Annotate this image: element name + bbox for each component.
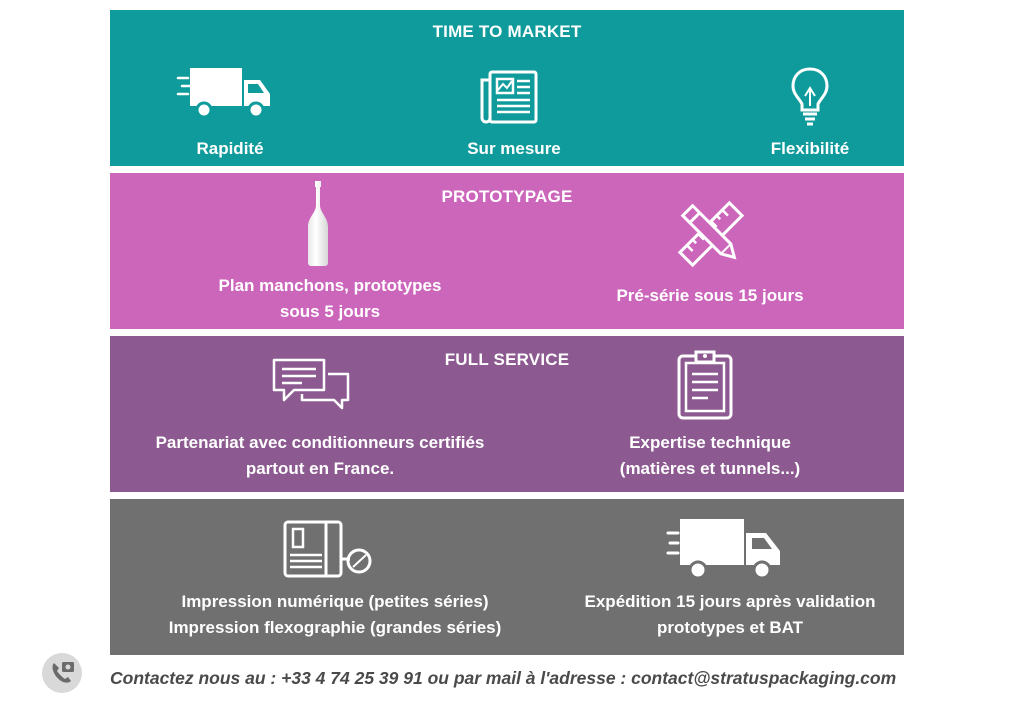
section-title: PROTOTYPAGE [441, 187, 573, 206]
section-title: FULL SERVICE [444, 350, 570, 369]
bottle-icon [306, 181, 330, 267]
newspaper-icon [478, 68, 540, 126]
truck-icon [176, 64, 276, 120]
printing-section: Impression numérique (petites séries) Im… [110, 499, 904, 655]
prototypage-section: PROTOTYPAGE Plan manchons, prototypes so… [110, 173, 904, 329]
label-line: (matières et tunnels...) [619, 459, 801, 478]
pencil-ruler-icon [674, 197, 748, 271]
label-line: partout en France. [245, 459, 395, 478]
feature-label: Flexibilité [770, 139, 850, 158]
feature-label: Partenariat avec conditionneurs certifié… [110, 430, 530, 482]
label-line: Expertise technique [629, 433, 791, 452]
feature-label: Expédition 15 jours après validation pro… [560, 589, 900, 641]
feature-label: Sur mesure [467, 139, 561, 158]
label-line: Impression flexographie (grandes séries) [168, 618, 502, 637]
feature-label: Impression numérique (petites séries) Im… [130, 589, 540, 641]
feature-label: Expertise technique (matières et tunnels… [570, 430, 850, 482]
feature-label: Plan manchons, prototypes sous 5 jours [190, 273, 470, 325]
printer-icon [282, 519, 374, 579]
time-to-market-section: TIME TO MARKET Rapidité [110, 10, 904, 166]
lightbulb-icon [790, 66, 830, 126]
label-line: Partenariat avec conditionneurs certifié… [155, 433, 485, 452]
full-service-section: FULL SERVICE Partenariat avec conditionn… [110, 336, 904, 492]
phone-icon [42, 653, 82, 693]
clipboard-icon [676, 348, 734, 420]
label-line: Plan manchons, prototypes [218, 276, 442, 295]
label-line: sous 5 jours [279, 302, 381, 321]
feature-label: Pré-série sous 15 jours [616, 286, 804, 305]
section-title: TIME TO MARKET [432, 22, 582, 41]
label-line: Expédition 15 jours après validation [584, 592, 876, 611]
chat-bubbles-icon [272, 358, 352, 412]
delivery-truck-icon [666, 515, 784, 581]
feature-label: Rapidité [196, 139, 264, 158]
contact-text: Contactez nous au : +33 4 74 25 39 91 ou… [110, 668, 897, 688]
label-line: prototypes et BAT [656, 618, 804, 637]
label-line: Impression numérique (petites séries) [181, 592, 489, 611]
